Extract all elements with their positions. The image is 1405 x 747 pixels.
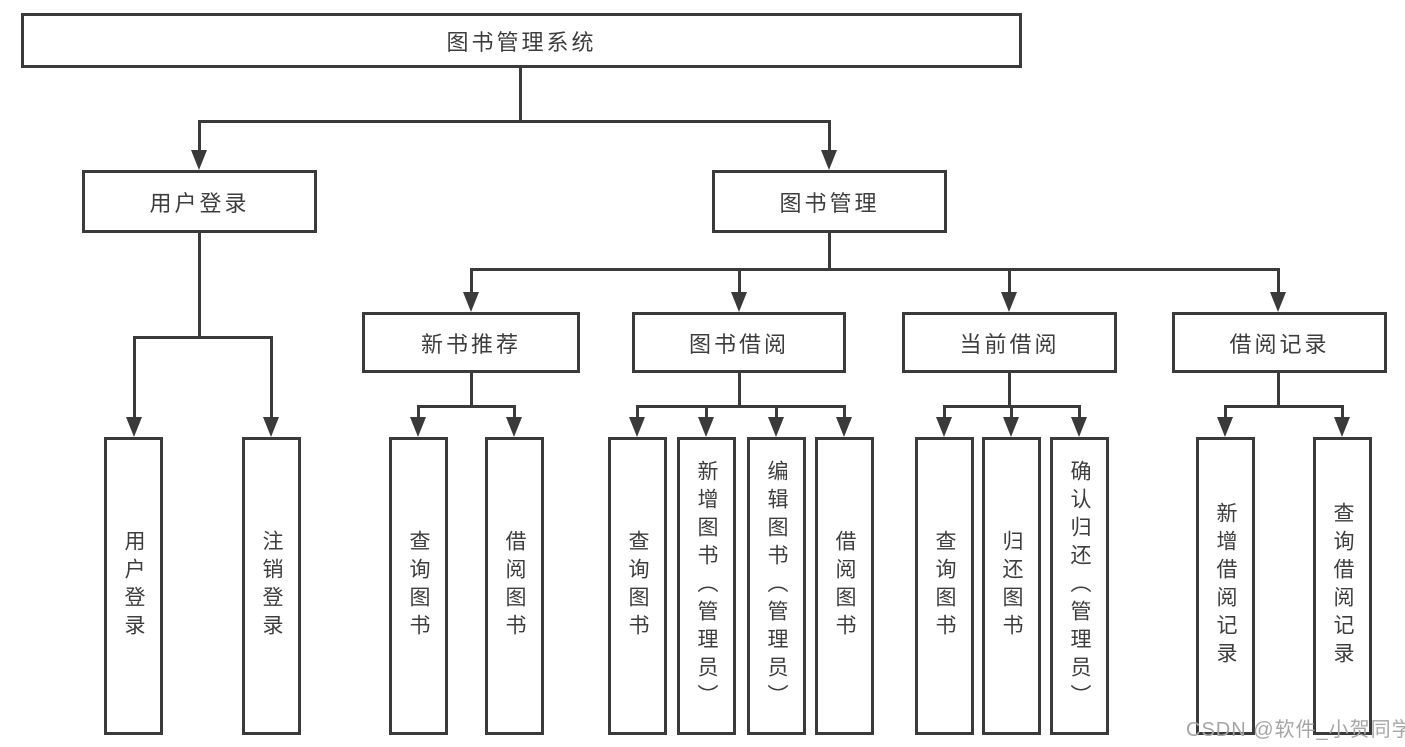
connector-vline <box>828 233 831 268</box>
arrowhead-down <box>263 417 279 437</box>
leaf-add-borrow-record: 新增借阅记录 <box>1196 437 1255 735</box>
connector-vline <box>1277 373 1280 405</box>
arrowhead-down <box>1003 417 1019 437</box>
connector-vline <box>198 120 201 152</box>
arrowhead-down <box>506 417 522 437</box>
leaf-edit-book-admin-label: 编辑图书（管理员） <box>765 460 788 712</box>
node-book-management: 图书管理 <box>712 170 947 233</box>
connector-vline <box>738 373 741 405</box>
connector-hline <box>133 336 273 339</box>
connector-vline <box>470 373 473 405</box>
leaf-user-login: 用户登录 <box>104 437 163 735</box>
arrowhead-down <box>1270 292 1286 312</box>
leaf-return-book-label: 归还图书 <box>1000 530 1023 642</box>
arrowhead-down <box>768 417 784 437</box>
node-borrowing-records-label: 借阅记录 <box>1229 331 1330 357</box>
arrowhead-down <box>1217 417 1233 437</box>
node-library-management-system: 图书管理系统 <box>21 13 1022 68</box>
arrowhead-down <box>731 292 747 312</box>
node-book-borrowing: 图书借阅 <box>632 312 846 373</box>
connector-vline <box>636 405 639 419</box>
leaf-logout-login-label: 注销登录 <box>260 530 283 642</box>
node-book-borrowing-label: 图书借阅 <box>688 331 789 357</box>
connector-vline <box>1078 405 1081 419</box>
node-book-management-label: 图书管理 <box>779 190 880 216</box>
node-current-borrowing-label: 当前借阅 <box>959 331 1060 357</box>
arrowhead-down <box>126 417 142 437</box>
leaf-borrow-book: 借阅图书 <box>815 437 874 735</box>
connector-hline <box>1224 405 1344 408</box>
leaf-confirm-return-admin: 确认归还（管理员） <box>1050 437 1109 735</box>
leaf-add-book-admin: 新增图书（管理员） <box>677 437 736 735</box>
arrowhead-down <box>936 417 952 437</box>
node-new-book-recommend-label: 新书推荐 <box>420 331 521 357</box>
connector-vline <box>775 405 778 419</box>
leaf-query-borrow-record-label: 查询借阅记录 <box>1331 502 1354 670</box>
connector-vline <box>828 120 831 152</box>
leaf-query-book-recommend: 查询图书 <box>389 437 448 735</box>
leaf-borrow-book-label: 借阅图书 <box>833 530 856 642</box>
connector-vline <box>270 336 273 417</box>
leaf-add-book-admin-label: 新增图书（管理员） <box>695 460 718 712</box>
leaf-query-book-borrowing: 查询图书 <box>608 437 667 735</box>
node-borrowing-records: 借阅记录 <box>1172 312 1387 373</box>
leaf-confirm-return-admin-label: 确认归还（管理员） <box>1068 460 1091 712</box>
leaf-add-borrow-record-label: 新增借阅记录 <box>1214 502 1237 670</box>
node-new-book-recommend: 新书推荐 <box>362 312 580 373</box>
arrowhead-down <box>836 417 852 437</box>
connector-hline <box>636 405 846 408</box>
arrowhead-down <box>629 417 645 437</box>
leaf-query-book-current-label: 查询图书 <box>933 530 956 642</box>
connector-vline <box>943 405 946 419</box>
connector-vline <box>513 405 516 419</box>
leaf-query-book-recommend-label: 查询图书 <box>407 530 430 642</box>
node-user-login: 用户登录 <box>82 170 317 233</box>
arrowhead-down <box>698 417 714 437</box>
node-current-borrowing: 当前借阅 <box>902 312 1117 373</box>
connector-vline <box>738 268 741 294</box>
leaf-query-borrow-record: 查询借阅记录 <box>1313 437 1372 735</box>
arrowhead-down <box>410 417 426 437</box>
arrowhead-down <box>1334 417 1350 437</box>
connector-vline <box>198 233 201 336</box>
leaf-return-book: 归还图书 <box>982 437 1041 735</box>
node-user-login-label: 用户登录 <box>149 190 250 216</box>
connector-vline <box>133 336 136 417</box>
connector-vline <box>470 268 473 294</box>
csdn-watermark: CSDN @软件_小贺同学 <box>1186 719 1405 741</box>
node-library-management-system-label: 图书管理系统 <box>446 29 597 55</box>
connector-vline <box>519 68 522 120</box>
connector-hline <box>417 405 516 408</box>
arrowhead-down <box>1001 292 1017 312</box>
leaf-edit-book-admin: 编辑图书（管理员） <box>747 437 806 735</box>
leaf-query-book-borrowing-label: 查询图书 <box>626 530 649 642</box>
connector-vline <box>705 405 708 419</box>
connector-vline <box>417 405 420 419</box>
leaf-user-login-label: 用户登录 <box>122 530 145 642</box>
connector-vline <box>1008 268 1011 294</box>
leaf-borrow-book-recommend: 借阅图书 <box>485 437 544 735</box>
arrowhead-down <box>463 292 479 312</box>
arrowhead-down <box>1071 417 1087 437</box>
leaf-query-book-current: 查询图书 <box>915 437 974 735</box>
connector-hline <box>198 120 830 123</box>
connector-vline <box>1010 405 1013 419</box>
connector-vline <box>843 405 846 419</box>
arrowhead-down <box>191 150 207 170</box>
arrowhead-down <box>821 150 837 170</box>
connector-hline <box>470 268 1280 271</box>
connector-vline <box>1277 268 1280 294</box>
leaf-logout-login: 注销登录 <box>242 437 301 735</box>
connector-vline <box>1008 373 1011 405</box>
connector-vline <box>1341 405 1344 419</box>
connector-vline <box>1224 405 1227 419</box>
leaf-borrow-book-recommend-label: 借阅图书 <box>503 530 526 642</box>
